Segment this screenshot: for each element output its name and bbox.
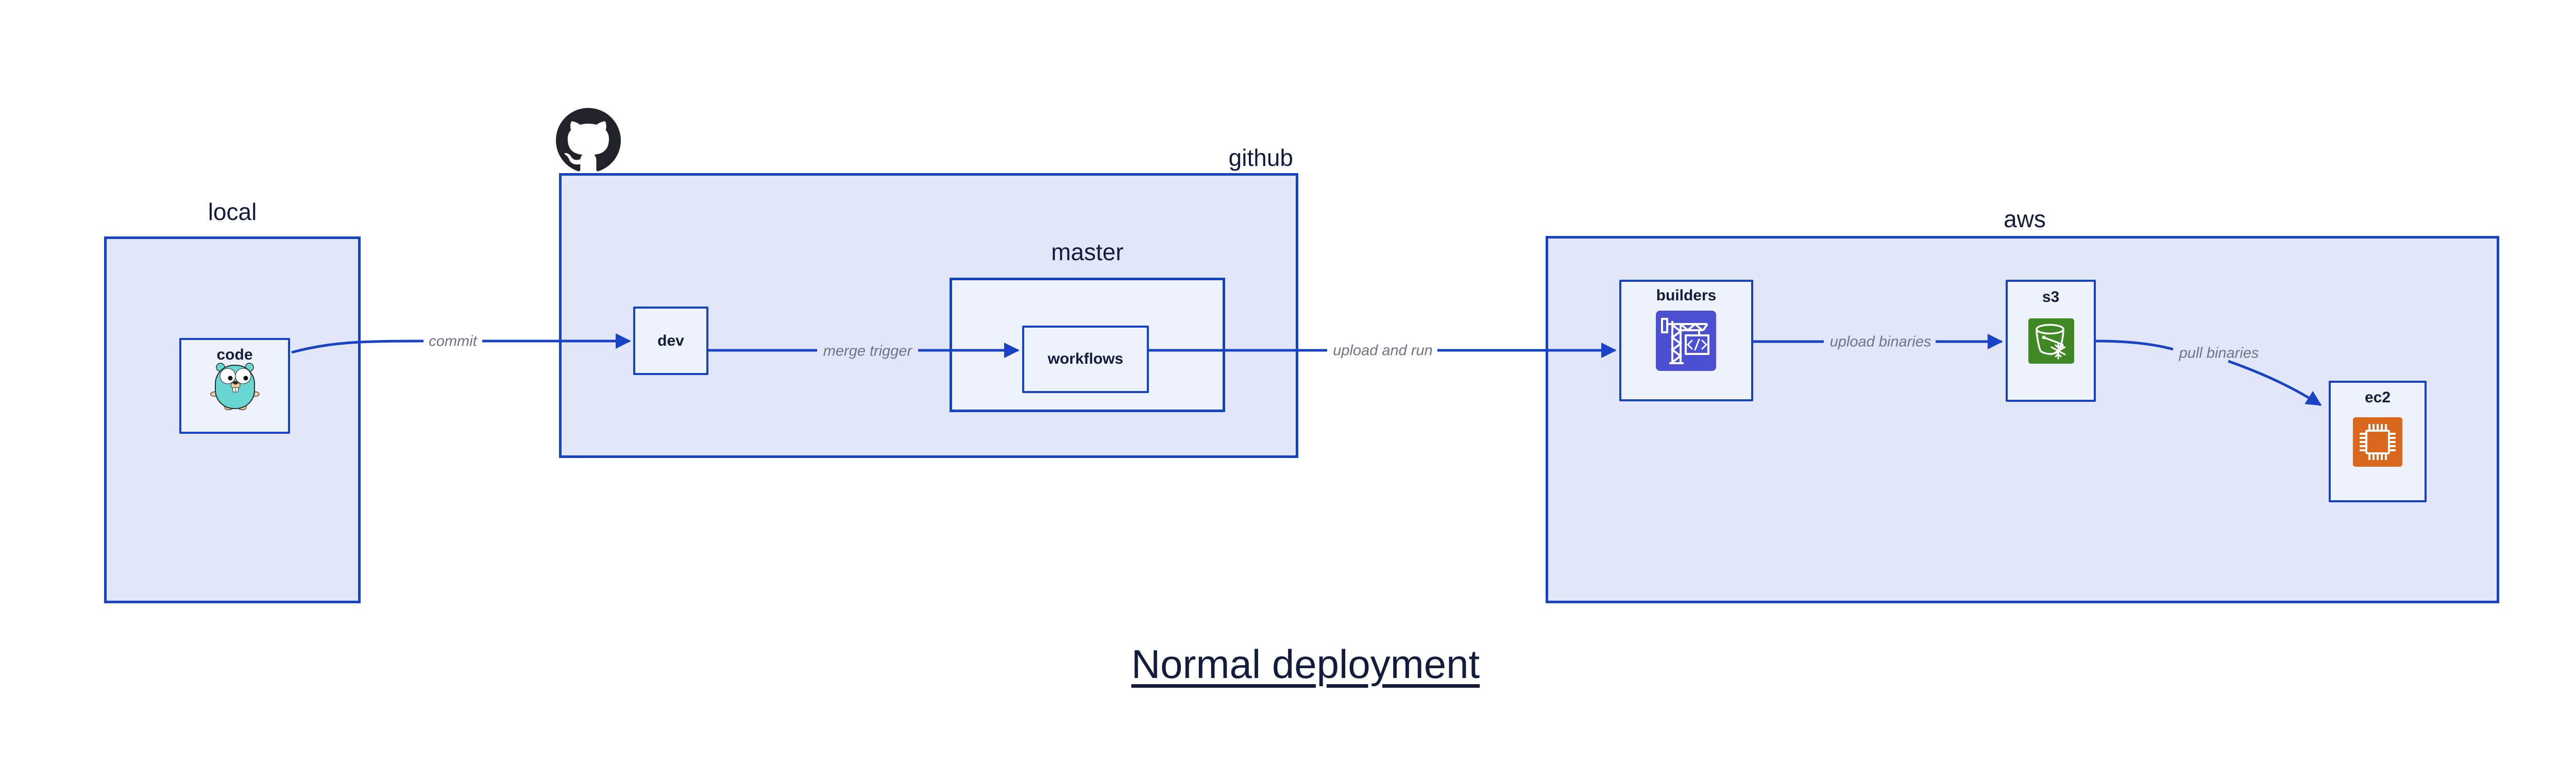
edge-paths <box>291 333 2322 406</box>
github-octocat-icon <box>556 108 621 172</box>
container-label-master: master <box>1051 239 1124 265</box>
edge-commit-curve <box>291 339 424 354</box>
edge-pull-binaries-arrow <box>2228 360 2322 406</box>
diagram-title: Normal deployment <box>1131 641 1480 687</box>
container-label-local: local <box>208 198 257 225</box>
edge-label-pull-binaries: pull binaries <box>2179 345 2259 362</box>
node-label-ec2: ec2 <box>2364 389 2391 406</box>
edge-pull-binaries-start <box>2095 339 2174 351</box>
container-label-aws: aws <box>2004 206 2046 232</box>
node-workflows <box>1022 326 1149 393</box>
node-label-workflows: workflows <box>1047 350 1124 367</box>
edge-label-commit: commit <box>429 333 477 350</box>
node-builders <box>1619 280 1753 401</box>
node-label-code: code <box>216 346 253 363</box>
edge-label-merge-trigger: merge trigger <box>823 343 912 360</box>
edge-label-upload-and-run: upload and run <box>1333 342 1433 359</box>
edge-label-upload-binaries: upload binaries <box>1829 333 1931 350</box>
node-label-builders: builders <box>1656 287 1717 304</box>
node-dev <box>633 307 708 375</box>
node-label-dev: dev <box>657 332 684 349</box>
go-gopher-icon <box>210 363 260 411</box>
ec2-chip-icon <box>2353 417 2402 467</box>
node-label-s3: s3 <box>2042 288 2060 305</box>
container-label-github: github <box>1228 144 1293 171</box>
codebuild-crane-icon <box>1656 311 1716 371</box>
s3-bucket-icon <box>2028 318 2074 364</box>
